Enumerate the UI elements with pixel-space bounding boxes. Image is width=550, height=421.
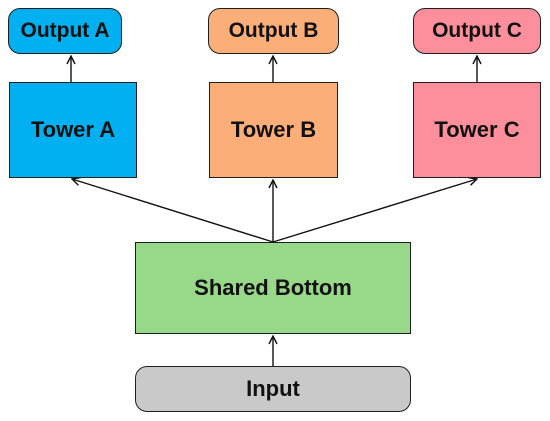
edge-shared-bottom-to-tower-c (272, 179, 477, 243)
shared-bottom-node: Shared Bottom (135, 242, 411, 334)
output-a-node: Output A (8, 8, 122, 54)
tower-b-label: Tower B (230, 117, 317, 142)
tower-c-node: Tower C (413, 82, 541, 178)
tower-a-node: Tower A (9, 82, 137, 178)
output-a-label: Output A (20, 19, 110, 42)
tower-b-node: Tower B (209, 82, 338, 178)
output-c-label: Output C (432, 19, 522, 42)
output-b-label: Output B (228, 19, 319, 42)
edge-shared-bottom-to-tower-a (72, 179, 274, 243)
input-node: Input (135, 366, 411, 412)
tower-a-label: Tower A (30, 117, 116, 142)
input-label: Input (246, 376, 300, 401)
output-c-node: Output C (413, 8, 541, 54)
tower-c-label: Tower C (434, 117, 520, 142)
shared-bottom-label: Shared Bottom (194, 275, 352, 300)
output-b-node: Output B (208, 8, 339, 54)
